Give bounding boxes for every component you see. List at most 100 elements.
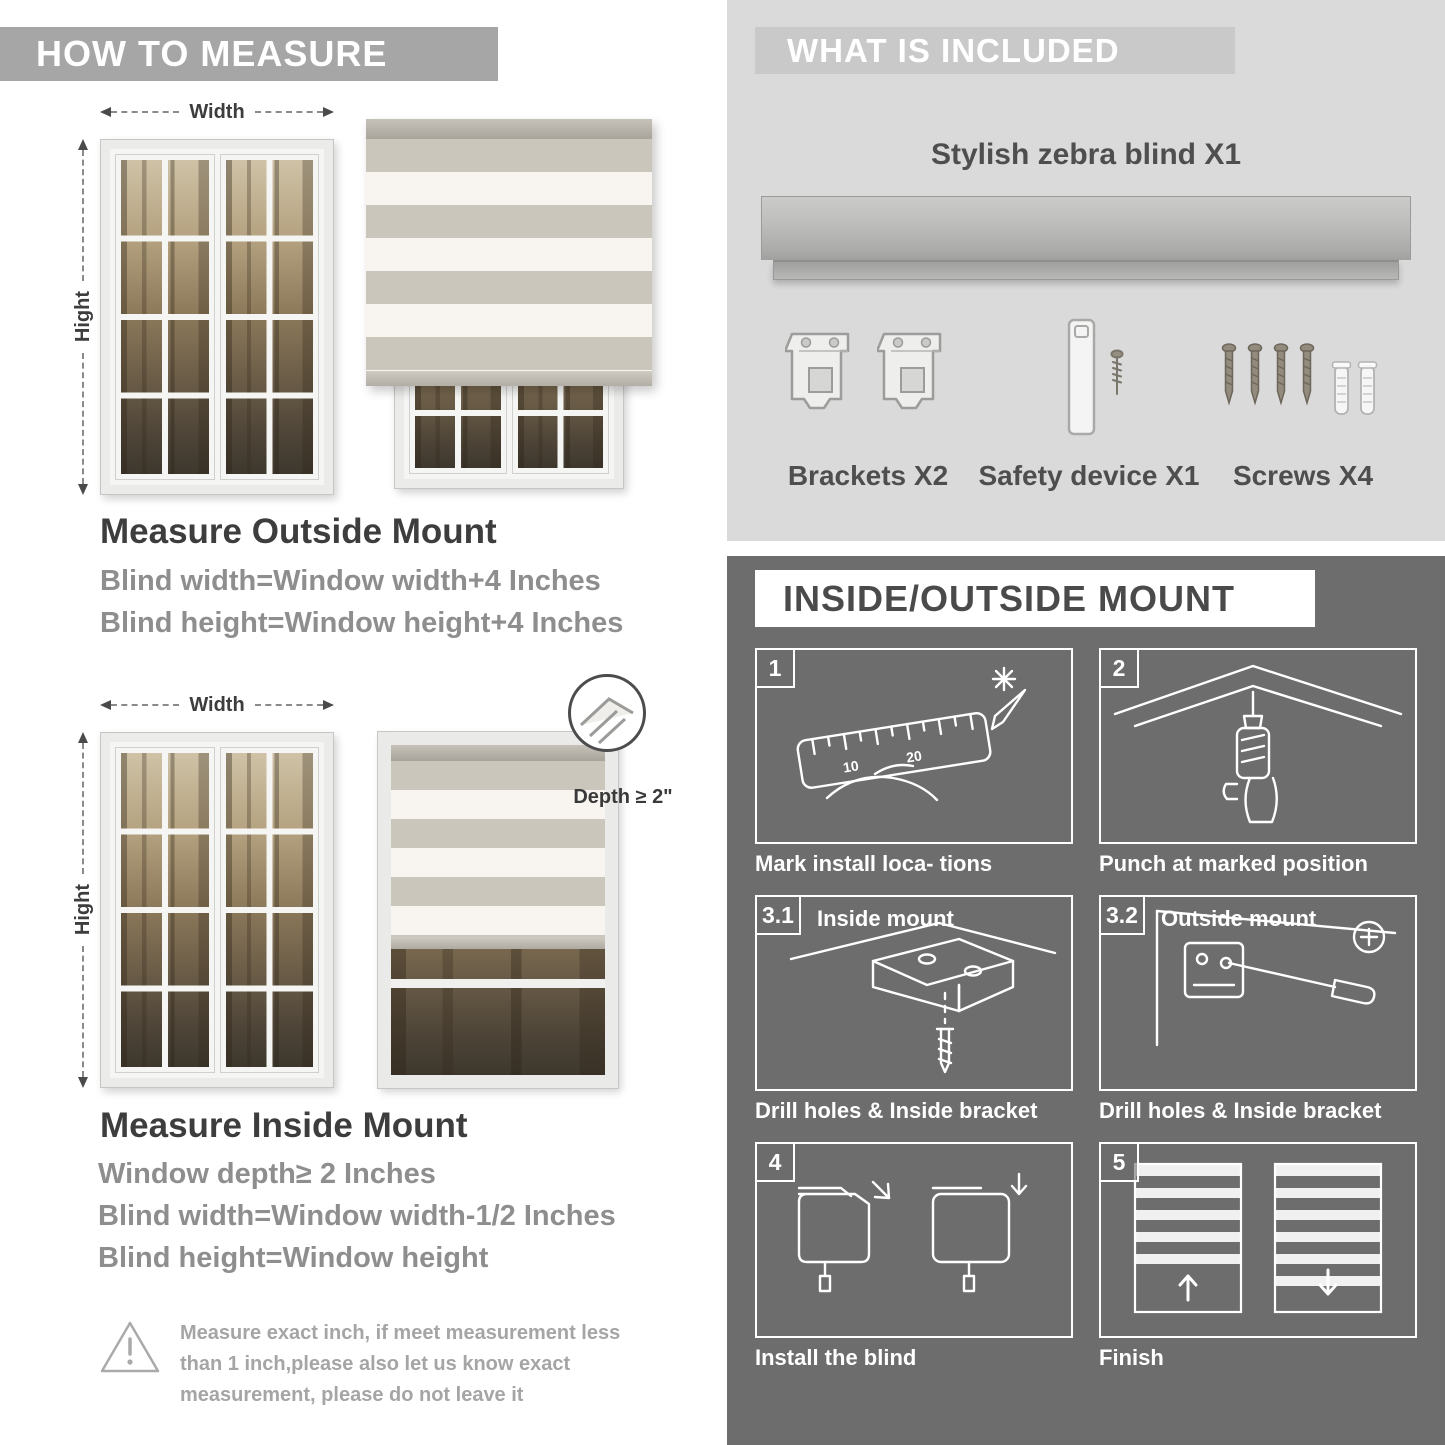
inside-outside-mount-section: INSIDE/OUTSIDE MOUNT 1 10 20 xyxy=(727,556,1445,1445)
screws-icon xyxy=(1221,343,1378,415)
step-1-illustration: 1 10 20 xyxy=(755,648,1073,844)
step-4: 4 Install the blind xyxy=(755,1142,1073,1375)
ruler-mark: 20 xyxy=(905,747,923,765)
how-to-measure-title: HOW TO MEASURE xyxy=(36,33,388,74)
step-3-1-illustration: 3.1 Inside mount xyxy=(755,895,1073,1091)
outside-mount-line: Blind width=Window width+4 Inches xyxy=(100,565,601,597)
inside-outside-mount-banner: INSIDE/OUTSIDE MOUNT xyxy=(755,570,1315,627)
step-caption: Mark install loca- tions xyxy=(755,851,993,876)
arrow-down-icon xyxy=(78,484,88,495)
height-dimension-arrow: Hight xyxy=(71,732,94,1088)
wall-anchor-icon xyxy=(1331,361,1352,415)
step-2: 2 Punch at marked position xyxy=(1099,648,1417,881)
outside-bracket-icon xyxy=(1155,909,1397,1047)
frame-corner-zoom-icon xyxy=(579,697,634,745)
step-number: 5 xyxy=(1099,1142,1139,1182)
arrow-right-icon xyxy=(323,107,335,117)
depth-zoom-circle xyxy=(568,674,646,752)
install-blind-icon xyxy=(797,1172,1028,1293)
wall-anchor-icon xyxy=(1357,361,1378,415)
window-illustration xyxy=(100,139,334,495)
warning-triangle-icon xyxy=(100,1321,160,1373)
step-inline-label: Outside mount xyxy=(1161,906,1317,931)
step-number: 4 xyxy=(755,1142,795,1182)
zebra-blind-cassette-illustration xyxy=(761,196,1411,280)
width-label: Width xyxy=(189,100,245,123)
window-sash xyxy=(219,154,319,480)
outside-mount-title: Measure Outside Mount xyxy=(100,512,497,551)
zebra-blind xyxy=(366,119,652,386)
finish-blinds-icon xyxy=(1133,1162,1383,1314)
blind-cassette xyxy=(391,745,605,761)
step-number: 1 xyxy=(755,648,795,688)
step-3-2-illustration: 3.2 Outside mount xyxy=(1099,895,1417,1091)
inside-blind-illustration xyxy=(377,731,619,1089)
warning-text: Measure exact inch, if meet measurement … xyxy=(180,1322,621,1406)
outside-blind-illustration xyxy=(366,119,652,491)
step-3-1: 3.1 Inside mount xyxy=(755,895,1073,1128)
safety-device-icon xyxy=(1067,318,1124,436)
safety-device-label: Safety device X1 xyxy=(978,460,1200,491)
bracket-icon xyxy=(877,332,942,410)
inside-mount-figure: Width Hight Depth ≥ 2 xyxy=(70,674,673,1104)
step-number: 2 xyxy=(1099,648,1139,688)
width-dimension-arrow: Width xyxy=(100,693,335,716)
inside-mount-line: Window depth≥ 2 Inches xyxy=(98,1158,436,1190)
blind-stripes xyxy=(366,139,652,371)
window-sash xyxy=(115,154,215,480)
step-number: 3.2 xyxy=(1099,895,1145,935)
step-caption: Finish xyxy=(1099,1345,1164,1370)
measure-warning: Measure exact inch, if meet measurement … xyxy=(98,1318,660,1411)
arrow-right-icon xyxy=(323,700,335,710)
screws-label: Screws X4 xyxy=(1232,460,1374,491)
height-label: Hight xyxy=(71,884,94,936)
blind-bottom-rail xyxy=(366,371,652,386)
height-label: Hight xyxy=(71,291,94,343)
step-number: 3.1 xyxy=(755,895,801,935)
inside-outside-mount-title: INSIDE/OUTSIDE MOUNT xyxy=(783,577,1236,619)
step-4-illustration: 4 xyxy=(755,1142,1073,1338)
outside-mount-figure: Width Hight xyxy=(70,95,662,501)
step-5-illustration: 5 xyxy=(1099,1142,1417,1338)
depth-label: Depth ≥ 2" xyxy=(573,786,673,808)
blind-stripes xyxy=(391,761,605,937)
step-inline-label: Inside mount xyxy=(817,906,954,931)
installation-steps-grid: 1 10 20 Mar xyxy=(755,648,1417,1375)
inside-mount-line: Blind width=Window width-1/2 Inches xyxy=(98,1200,616,1232)
bracket-icon xyxy=(785,332,850,410)
arrow-left-icon xyxy=(100,107,111,117)
step-caption: Punch at marked position xyxy=(1099,851,1368,876)
blind-bottom-rail xyxy=(391,937,605,949)
arrow-up-icon xyxy=(78,732,88,743)
what-is-included-section: WHAT IS INCLUDED Stylish zebra blind X1 xyxy=(727,0,1445,541)
window-rail xyxy=(391,979,605,989)
window-illustration xyxy=(100,732,334,1088)
step-2-illustration: 2 xyxy=(1099,648,1417,844)
drill-icon xyxy=(1113,664,1403,824)
brackets-illustration xyxy=(785,330,947,418)
how-to-measure-banner: HOW TO MEASURE xyxy=(0,27,498,81)
arrow-down-icon xyxy=(78,1077,88,1088)
product-label: Stylish zebra blind X1 xyxy=(930,138,1242,171)
step-3-2: 3.2 Outside mount xyxy=(1099,895,1417,1128)
width-dimension-arrow: Width xyxy=(100,100,335,123)
step-1: 1 10 20 Mar xyxy=(755,648,1073,881)
outside-mount-line: Blind height=Window height+4 Inches xyxy=(100,607,624,639)
step-caption: Drill holes & Inside bracket xyxy=(755,1098,1038,1123)
brackets-label: Brackets X2 xyxy=(787,460,949,491)
step-caption: Install the blind xyxy=(755,1345,917,1370)
what-is-included-banner: WHAT IS INCLUDED xyxy=(755,27,1235,74)
blind-cassette xyxy=(366,119,652,139)
what-is-included-title: WHAT IS INCLUDED xyxy=(787,31,1120,69)
height-dimension-arrow: Hight xyxy=(71,139,94,495)
step-caption: Drill holes & Inside bracket xyxy=(1099,1098,1382,1123)
inside-mount-title: Measure Inside Mount xyxy=(100,1106,468,1145)
measure-mark-icon: 10 20 xyxy=(796,666,1027,802)
ruler-mark: 10 xyxy=(842,757,860,775)
zebra-blind xyxy=(391,745,605,949)
inside-bracket-icon xyxy=(789,921,1057,1074)
arrow-left-icon xyxy=(100,700,111,710)
inside-mount-line: Blind height=Window height xyxy=(98,1242,489,1274)
width-label: Width xyxy=(189,693,245,716)
step-5: 5 xyxy=(1099,1142,1417,1375)
